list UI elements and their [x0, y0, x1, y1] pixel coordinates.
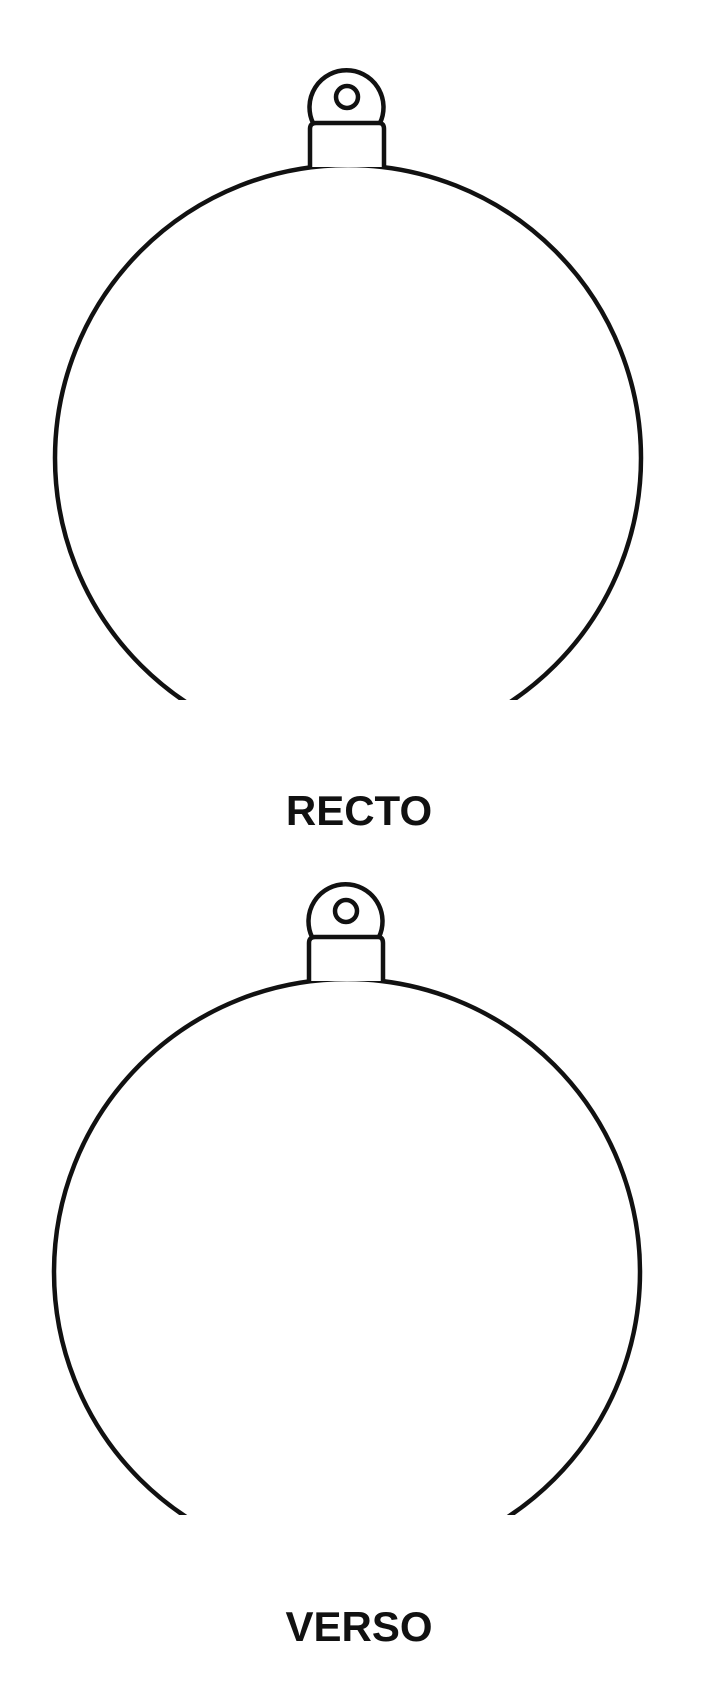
ornament-cap [307, 120, 387, 167]
ornament-hanger-hole [332, 897, 360, 925]
ornament-outline [51, 882, 643, 1515]
ornament-hanger-loop [306, 882, 385, 938]
ornament-label-recto: RECTO [285, 787, 433, 834]
ornament-label-verso: VERSO [285, 1603, 433, 1650]
ornament-outline [52, 68, 644, 700]
ornament-ball [51, 976, 643, 1515]
ornament-hanger-loop [307, 68, 386, 124]
ornament-ball [52, 162, 644, 700]
ornament-hanger-hole [333, 83, 361, 111]
ornament-cap [306, 934, 386, 981]
